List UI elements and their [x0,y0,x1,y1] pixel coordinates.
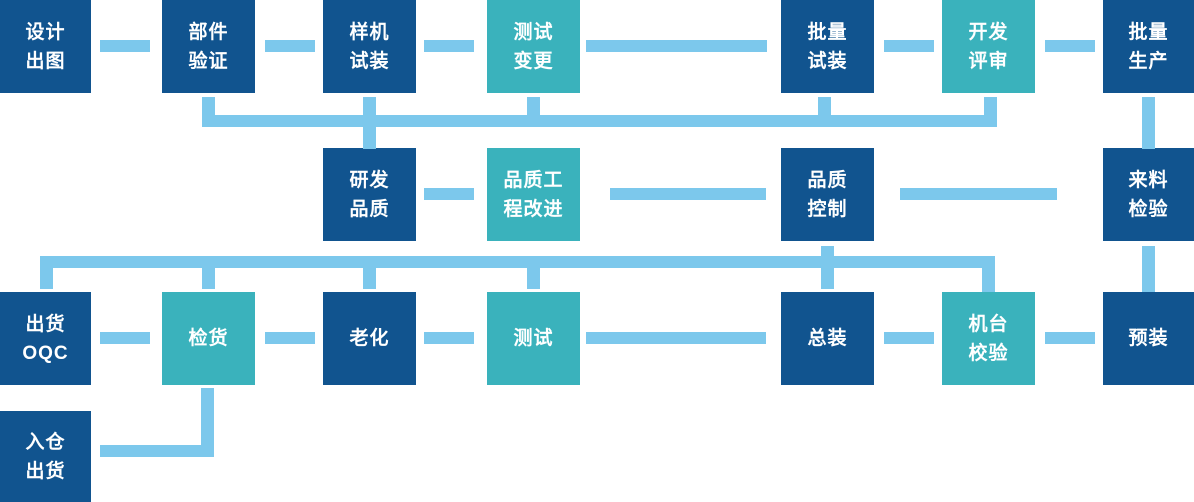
node-shipment-oqc: 出货 OQC [0,292,91,385]
stub-bus3-to-goodsinspection [202,268,215,289]
node-label: 老化 [349,328,390,349]
stub-component-to-bus1 [202,97,215,127]
node-label: 样机 [349,21,390,43]
node-label: 来料 [1128,169,1169,191]
node-development-review: 开发评审 [942,0,1035,93]
connector-prototype-to-testchange [424,40,474,52]
node-design-drawing: 设计出图 [0,0,91,93]
connector-design-to-component [100,40,150,52]
connector-qualityengineering-to-qualitycontrol [610,188,766,200]
node-label: 程改进 [503,198,564,220]
bus-row1 [202,115,997,127]
node-label: 批量 [1128,21,1169,43]
connector-testchange-to-batchtrial [586,40,767,52]
node-label: 控制 [807,198,848,220]
node-label: 校验 [968,342,1009,364]
node-label: 批量 [807,21,848,43]
node-batch-trial-assembly: 批量试装 [781,0,874,93]
node-rd-quality: 研发品质 [323,148,416,241]
connector-batchtrial-to-devreview [884,40,934,52]
stub-bus3-to-aging [363,268,376,289]
node-component-verification: 部件验证 [162,0,255,93]
node-label: 设计 [25,21,66,43]
connector-aging-to-testing [424,332,474,344]
node-label: 试装 [349,50,390,72]
node-label: 测试 [513,21,554,43]
connector-finalassembly-to-calibration [884,332,934,344]
node-test-change: 测试变更 [487,0,580,93]
node-label: 开发 [968,21,1009,43]
node-pre-assembly: 预装 [1103,292,1194,385]
connector-rdquality-to-qualityengineering [424,188,474,200]
connector-qualitycontrol-to-incoming [900,188,1057,200]
connector-incoming-to-preassembly [1142,246,1155,292]
node-quality-engineering-improvement: 品质工程改进 [487,148,580,241]
node-label: 评审 [968,50,1009,72]
node-label: 变更 [513,50,554,72]
node-mass-production: 批量生产 [1103,0,1194,93]
node-warehouse-shipping: 入仓出货 [0,411,91,502]
stub-bus3-to-finalassembly [821,268,834,289]
node-final-assembly: 总装 [781,292,874,385]
node-prototype-trial-assembly: 样机试装 [323,0,416,93]
connector-calibration-to-preassembly [1045,332,1095,344]
stub-bus3-to-machinecalibration [982,256,995,292]
stub-devreview-to-bus1 [984,97,997,127]
connector-component-to-prototype [265,40,315,52]
node-machine-calibration: 机台校验 [942,292,1035,385]
node-label: 机台 [968,313,1009,335]
stub-prototype-to-rdquality [363,97,376,149]
node-label: 出货 [25,460,66,482]
connector-testing-to-finalassembly [586,332,766,344]
node-incoming-material-inspection: 来料检验 [1103,148,1194,241]
connector-shipmentoqc-to-goodsinspection [100,332,150,344]
node-label: 检货 [188,328,229,349]
node-label: 试装 [807,50,848,72]
node-label: 部件 [188,21,229,43]
connector-massproduction-to-incoming [1142,97,1155,149]
stub-testchange-to-bus1 [527,97,540,127]
node-label: 品质 [349,198,390,220]
connector-goodsinspection-to-aging [265,332,315,344]
node-label: 验证 [188,50,229,72]
connector-to-warehouseshipping [100,445,212,457]
node-testing: 测试 [487,292,580,385]
connector-goodsinspection-down [201,388,214,457]
node-label: 品质 [807,169,848,191]
stub-batchtrial-to-bus1 [818,97,831,127]
node-label: OQC [22,342,69,364]
node-aging: 老化 [323,292,416,385]
stub-bus3-to-shipmentoqc [40,268,53,289]
node-label: 生产 [1128,50,1169,72]
stub-bus3-to-testing [527,268,540,289]
bus-row3 [40,256,995,268]
node-label: 检验 [1128,198,1169,220]
node-goods-inspection: 检货 [162,292,255,385]
node-label: 出货 [25,313,66,335]
node-label: 出图 [25,50,66,72]
connector-devreview-to-massproduction [1045,40,1095,52]
node-label: 研发 [349,169,390,191]
node-label: 入仓 [25,431,66,453]
node-label: 品质工 [503,169,564,191]
node-label: 总装 [807,328,848,349]
node-quality-control: 品质控制 [781,148,874,241]
node-label: 测试 [513,328,554,349]
node-label: 预装 [1128,328,1169,349]
